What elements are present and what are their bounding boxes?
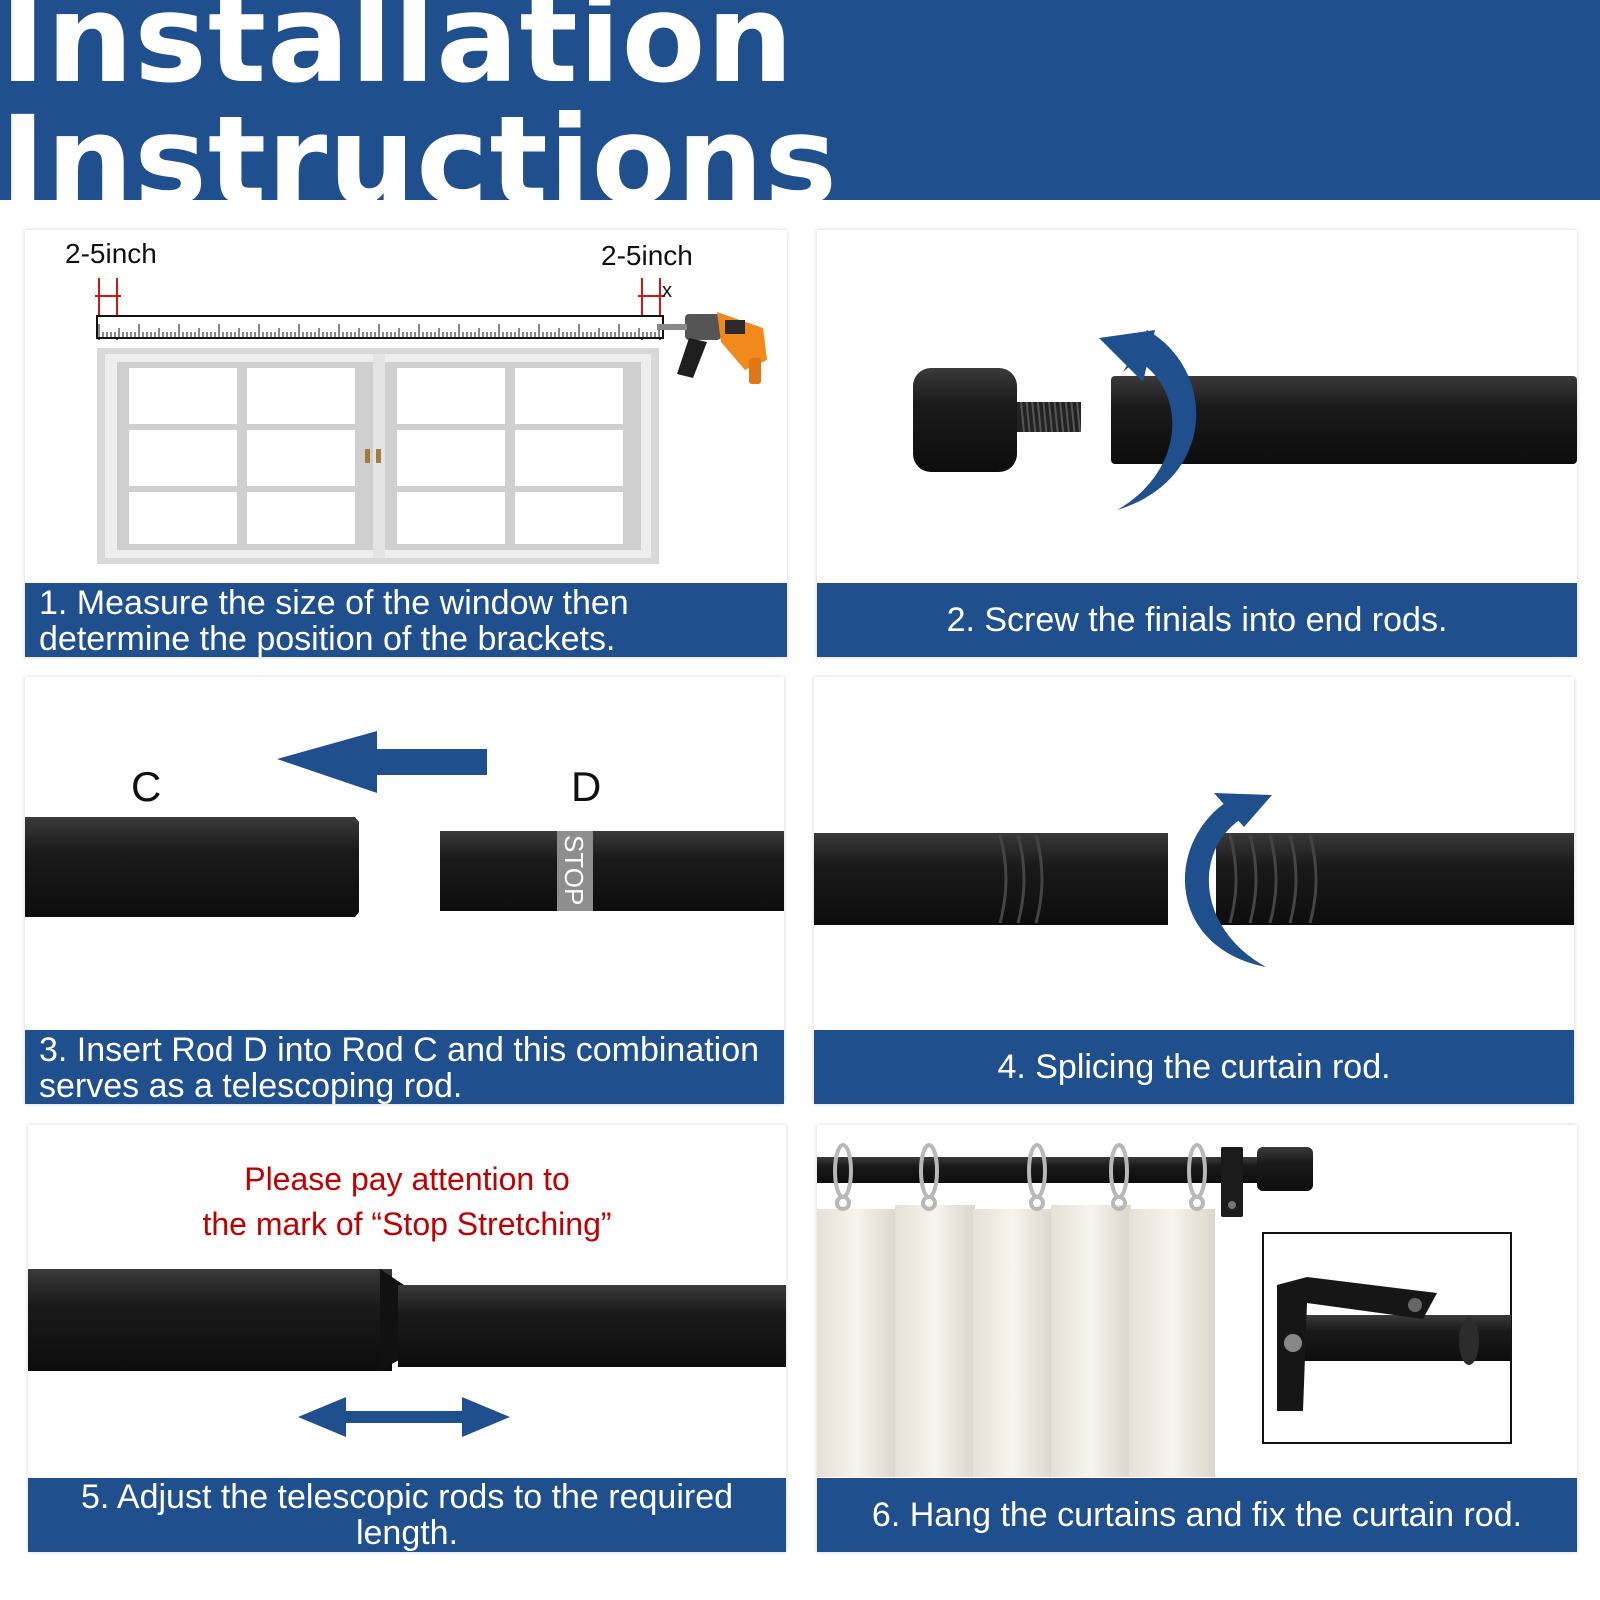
rod-d: [440, 831, 784, 911]
rotate-arrow-icon: [1099, 330, 1197, 510]
warning-line-1: Please pay attention to: [244, 1161, 570, 1197]
left-arrow-icon: [277, 731, 487, 793]
right-measure-label: 2-5inch: [601, 240, 693, 271]
outer-rod: [28, 1269, 392, 1371]
finial: [913, 368, 1081, 472]
rod-d-label: D: [571, 763, 602, 810]
drill-mark: x: [662, 280, 672, 302]
step-1-panel: 2-5inch 2-5inch x 1. Measure the size of…: [25, 230, 787, 657]
header-banner: Installation Instructions: [0, 0, 1600, 222]
step-5-panel: Please pay attention to the mark of “Sto…: [28, 1125, 786, 1552]
rotate-arrow-icon: [1184, 793, 1272, 967]
rod-c: [25, 817, 359, 917]
step-3-caption: 3. Insert Rod D into Rod C and this comb…: [25, 1030, 784, 1104]
step-4-panel: 4. Splicing the curtain rod.: [814, 677, 1574, 1104]
step-6-caption: 6. Hang the curtains and fix the curtain…: [817, 1478, 1577, 1552]
curtain-panel: [817, 1205, 1215, 1477]
warning-line-2: the mark of “Stop Stretching”: [202, 1206, 612, 1242]
rod-splice-illustration: [814, 793, 1574, 967]
left-rod-segment: [814, 833, 1168, 925]
window-frame: [97, 348, 659, 564]
finial-screw-illustration: [913, 330, 1577, 510]
step-5-caption: 5. Adjust the telescopic rods to the req…: [28, 1478, 786, 1552]
finial: [1257, 1147, 1313, 1191]
step-3-panel: STOP C D 3. Insert Rod D into Rod C and …: [25, 677, 784, 1104]
rod-insert-illustration: STOP: [25, 731, 784, 917]
drill-icon: [657, 312, 767, 384]
stop-warning: Please pay attention to the mark of “Sto…: [28, 1157, 786, 1247]
telescopic-adjust-illustration: [28, 1269, 786, 1437]
inner-rod: [398, 1285, 786, 1367]
ruler: [96, 315, 664, 339]
stop-mark-band: [557, 831, 593, 911]
right-rod-segment: [1216, 833, 1574, 925]
stop-mark: STOP: [559, 835, 589, 905]
double-arrow-icon: [298, 1397, 510, 1437]
page-title: Installation Instructions: [0, 0, 838, 232]
step-2-panel: 2. Screw the finials into end rods.: [817, 230, 1577, 657]
step-4-caption: 4. Splicing the curtain rod.: [814, 1030, 1574, 1104]
curtain-rod: [817, 1157, 1257, 1183]
end-rod: [1111, 376, 1577, 464]
step-2-caption: 2. Screw the finials into end rods.: [817, 583, 1577, 657]
hang-curtain-illustration: [817, 1143, 1512, 1477]
rod-c-label: C: [131, 763, 162, 810]
bracket-detail-inset: [1262, 1232, 1512, 1444]
window-measure-illustration: [95, 278, 767, 564]
rod-bracket: [1221, 1147, 1243, 1217]
step-6-panel: 6. Hang the curtains and fix the curtain…: [817, 1125, 1577, 1552]
left-measure-label: 2-5inch: [65, 238, 157, 269]
step-1-caption: 1. Measure the size of the window then d…: [25, 583, 787, 657]
